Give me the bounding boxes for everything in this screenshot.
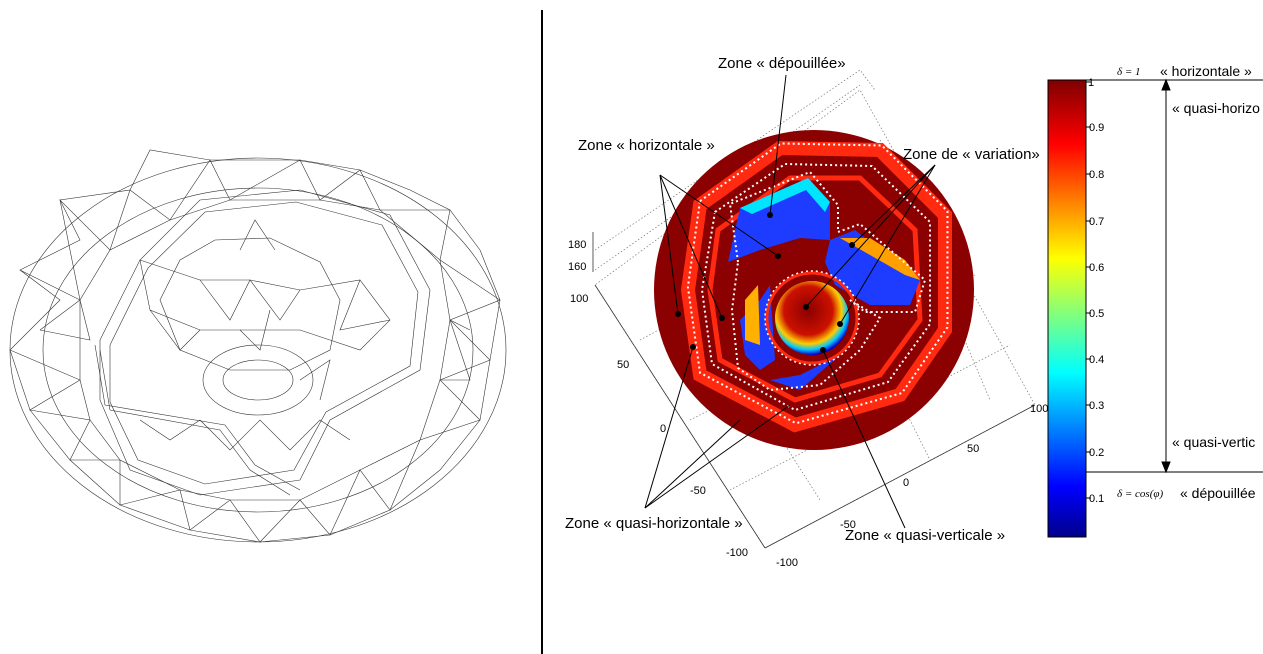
colorbar-tick-0.1: 0.1 xyxy=(1089,493,1104,505)
colorbar-tick-0.3: 0.3 xyxy=(1089,400,1104,412)
quasi-vertical-label: « quasi-vertic xyxy=(1172,434,1255,450)
label-zone-quasi-verticale: Zone « quasi-verticale » xyxy=(845,527,1005,544)
bottom-label: « dépouillée xyxy=(1180,485,1256,501)
label-zone-depouillee: Zone « dépouillée» xyxy=(718,55,846,72)
colorbar-tick-0.2: 0.2 xyxy=(1089,447,1104,459)
colorbar xyxy=(1047,79,1087,538)
x-tick-100: 100 xyxy=(1030,403,1048,415)
z-tick-180: 180 xyxy=(568,239,586,251)
colorbar-tick-0.8: 0.8 xyxy=(1089,169,1104,181)
y-tick-0: 0 xyxy=(660,423,666,435)
range-arrow xyxy=(1161,78,1171,474)
quasi-horizontal-label: « quasi-horizo xyxy=(1172,100,1260,116)
x-tick-m50: -50 xyxy=(840,519,856,531)
x-tick-50: 50 xyxy=(967,443,979,455)
label-zone-variation: Zone de « variation» xyxy=(903,146,1040,163)
x-tick-m100: -100 xyxy=(776,557,798,569)
x-tick-0: 0 xyxy=(903,477,909,489)
label-zone-horizontale: Zone « horizontale » xyxy=(578,137,715,154)
colorbar-tick-0.7: 0.7 xyxy=(1089,216,1104,228)
y-tick-50: 50 xyxy=(617,359,629,371)
inner-band xyxy=(707,175,923,403)
colorbar-tick-0.6: 0.6 xyxy=(1089,262,1104,274)
y-tick-m50: -50 xyxy=(690,485,706,497)
label-zone-quasi-horizontale: Zone « quasi-horizontale » xyxy=(565,515,743,532)
quasi-vertical-arms xyxy=(728,178,920,390)
z-tick-160: 160 xyxy=(568,261,586,273)
callout-lines xyxy=(644,74,936,529)
top-label: « horizontale » xyxy=(1160,63,1252,79)
top-formula: δ = 1 xyxy=(1117,66,1141,78)
bottom-formula: δ = cos(φ) xyxy=(1117,488,1163,500)
y-tick-100: 100 xyxy=(570,293,588,305)
colorbar-tick-0.9: 0.9 xyxy=(1089,122,1104,134)
colorbar-tick-1: 1 xyxy=(1088,77,1094,89)
central-dome xyxy=(775,281,849,355)
colorbar-tick-0.4: 0.4 xyxy=(1089,354,1104,366)
colorbar-tick-0.5: 0.5 xyxy=(1089,308,1104,320)
y-tick-m100: -100 xyxy=(726,547,748,559)
wireframe-mesh xyxy=(9,149,507,543)
